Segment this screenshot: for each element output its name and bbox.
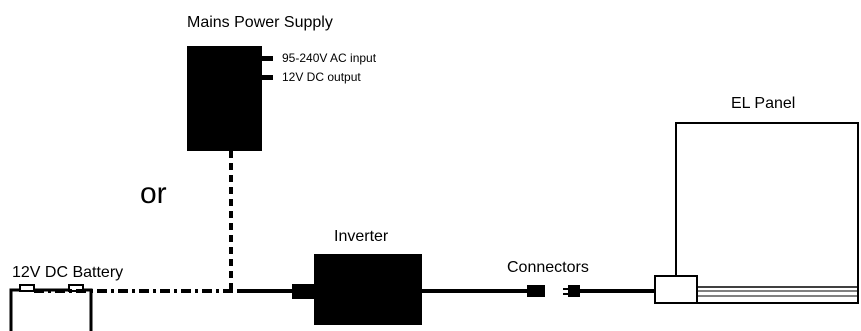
prong-upper — [262, 56, 273, 61]
mains-power-supply — [187, 46, 273, 151]
dc-output-label: 12V DC output — [282, 70, 361, 84]
connectors-label: Connectors — [507, 259, 589, 276]
or-label: or — [140, 177, 167, 210]
connector-female — [527, 285, 545, 297]
el-panel-terminal — [654, 275, 698, 304]
adapter-body — [187, 46, 262, 151]
el-panel-label: EL Panel — [731, 95, 795, 112]
connector-pin-upper — [563, 288, 568, 290]
ac-input-label: 95-240V AC input — [282, 51, 377, 65]
inverter-input-grommet — [292, 284, 314, 299]
battery-terminal-left — [19, 284, 35, 292]
battery-body — [9, 288, 93, 331]
connector-male — [568, 285, 580, 297]
connector-pin-lower — [563, 293, 568, 295]
inverter — [292, 254, 422, 325]
battery-label: 12V DC Battery — [12, 264, 123, 281]
prong-lower — [262, 75, 273, 80]
inverter-label: Inverter — [334, 228, 389, 245]
el-panel-sheet — [675, 122, 859, 304]
connectors — [527, 285, 580, 297]
mains-power-supply-label: Mains Power Supply — [187, 14, 333, 31]
inverter-body — [314, 254, 422, 325]
el-panel — [654, 122, 859, 304]
